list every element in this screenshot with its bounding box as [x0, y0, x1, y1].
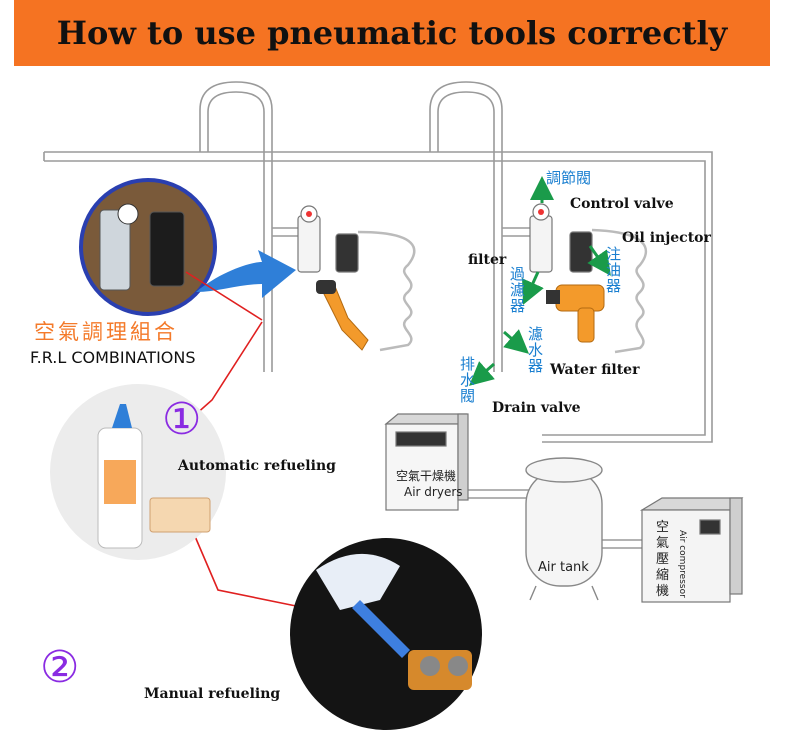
drain-valve-cn: 排 水 閥 [460, 355, 476, 405]
step-1-label: Automatic refueling [178, 458, 336, 474]
step-1-number: ① [162, 394, 202, 445]
frl-english-label: F.R.L COMBINATIONS [30, 348, 196, 367]
frl-chinese-label: 空氣調理組合 [34, 320, 178, 344]
water-filter-label: Water filter [550, 362, 640, 378]
oil-bottle-inset [50, 384, 226, 560]
tank-label: Air tank [538, 560, 589, 575]
compressor-cn: 空 氣 壓 縮 機 [656, 520, 670, 599]
oil-injector-cn: 注 油 器 [606, 245, 622, 295]
dryer-en: Air dryers [404, 485, 463, 499]
page-title: How to use pneumatic tools correctly [56, 14, 728, 52]
step-2-number: ② [40, 642, 80, 693]
frl-unit-1 [297, 205, 416, 352]
oil-injector-label: Oil injector [622, 230, 711, 246]
water-filter-cn: 濾 水 器 [528, 325, 544, 375]
green-arrows [468, 176, 611, 386]
control-valve-cn: 調節閥 [546, 169, 592, 187]
air-dryer [384, 413, 469, 511]
step-2-label: Manual refueling [144, 686, 281, 702]
filter-cn: 過 濾 器 [510, 265, 526, 315]
dryer-cn: 空氣干燥機 [396, 469, 457, 483]
tool-1 [316, 280, 369, 351]
manual-refuel-inset [290, 538, 482, 730]
frl-photo-inset [79, 178, 217, 316]
title-banner: How to use pneumatic tools correctly [14, 0, 770, 66]
drain-valve-label: Drain valve [492, 400, 581, 416]
compressor-en: Air compressor [677, 530, 687, 598]
tool-2 [546, 284, 605, 343]
air-compressor [639, 497, 744, 603]
blue-arrow [196, 250, 296, 298]
control-valve-label: Control valve [570, 196, 674, 212]
filter-label: filter [468, 252, 507, 268]
frl-unit-2 [529, 203, 648, 354]
air-tank [525, 457, 603, 601]
